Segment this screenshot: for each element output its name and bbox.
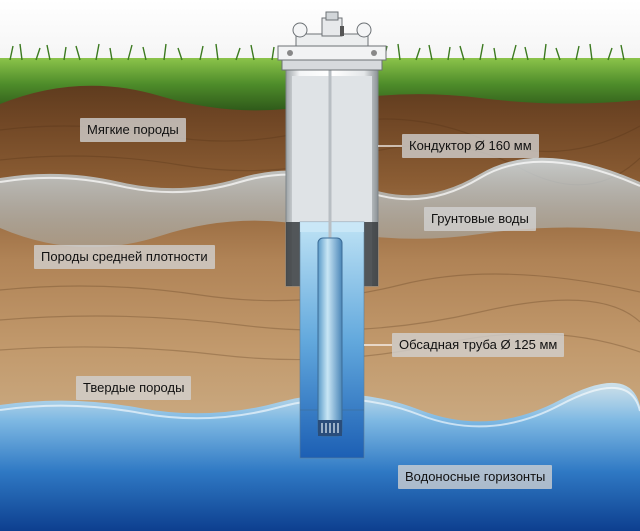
label-soft-rocks: Мягкие породы [80,118,186,142]
label-casing-pipe: Обсадная труба Ø 125 мм [392,333,565,357]
label-aquifers: Водоносные горизонты [398,465,553,489]
label-hard-rocks: Твердые породы [76,376,192,400]
well-head [277,11,387,71]
leader-lines [364,145,402,346]
submersible-pump [317,237,343,437]
label-conductor: Кондуктор Ø 160 мм [402,134,539,158]
label-medium-rocks: Породы средней плотности [34,245,215,269]
label-ground-water: Грунтовые воды [424,207,536,231]
